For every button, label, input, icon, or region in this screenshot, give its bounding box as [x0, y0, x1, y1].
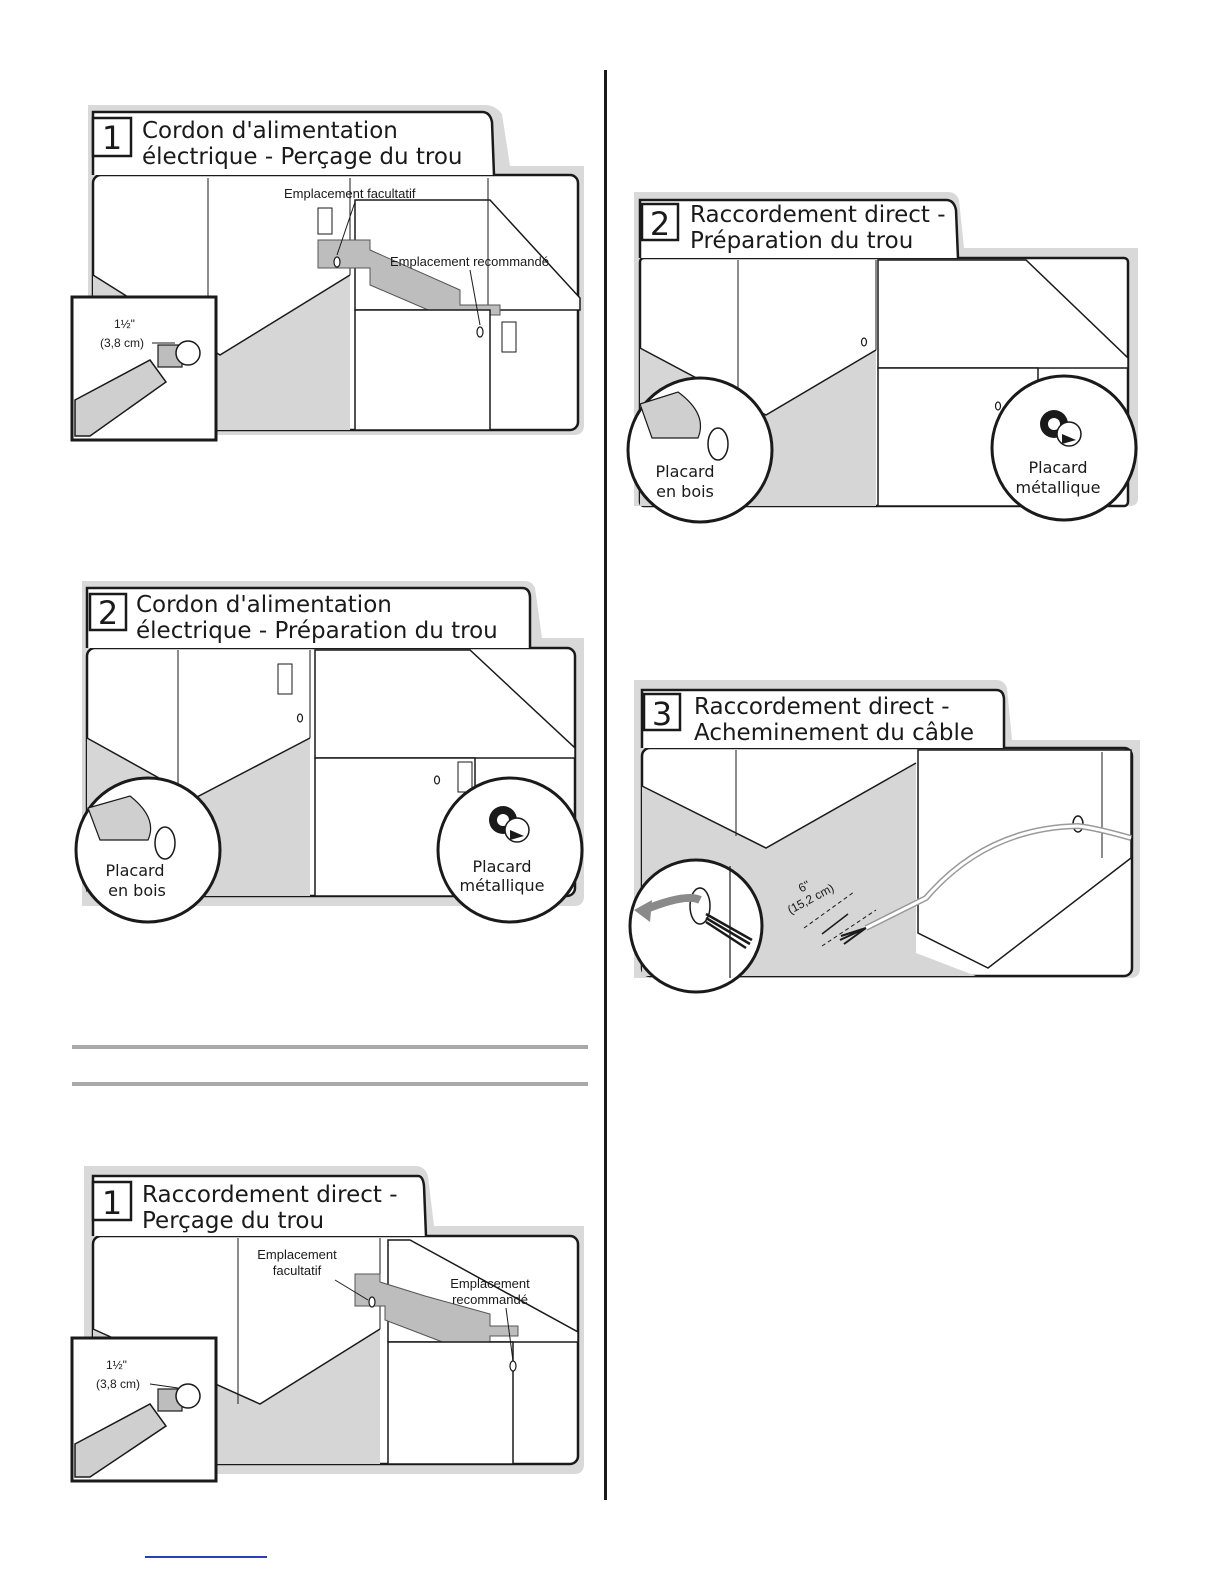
- illustration-direct-wire-preparation: 2 Raccordement direct - Préparation du t…: [626, 190, 1146, 530]
- label-optional-location-1: Emplacement: [257, 1247, 337, 1262]
- column-divider: [604, 70, 607, 1500]
- step-title-line2: Préparation du trou: [690, 228, 913, 254]
- wood-cabinet-label-1: Placard: [656, 462, 715, 481]
- step-title-line1: Cordon d'alimentation: [142, 118, 398, 144]
- step-number: 1: [102, 1184, 122, 1222]
- illustration-direct-wire-routing: 3 Raccordement direct - Acheminement du …: [626, 678, 1146, 998]
- step-number: 2: [98, 594, 118, 632]
- step-title-line1: Raccordement direct -: [142, 1182, 398, 1208]
- label-recommended-location: Emplacement recommandé: [390, 254, 549, 269]
- step-title-line2: Acheminement du câble: [694, 720, 974, 746]
- label-recommended-location-1: Emplacement: [450, 1276, 530, 1291]
- metal-cabinet-label-2: métallique: [1016, 478, 1101, 497]
- label-optional-location: Emplacement facultatif: [284, 186, 416, 201]
- metal-cabinet-label-1: Placard: [1029, 458, 1088, 477]
- metal-cabinet-label-1: Placard: [473, 857, 532, 876]
- step-title-line2: Perçage du trou: [142, 1208, 324, 1234]
- step-number: 3: [652, 695, 672, 733]
- step-number: 2: [650, 205, 670, 243]
- drill-size: 1½": [106, 1358, 127, 1372]
- wood-cabinet-label-2: en bois: [108, 881, 166, 900]
- drill-size: 1½": [114, 317, 135, 331]
- footer-link-underline: [145, 1556, 267, 1558]
- step-title-line2: électrique - Perçage du trou: [142, 144, 463, 170]
- illustration-direct-wire-drilling: 1 Raccordement direct - Perçage du trou …: [70, 1164, 590, 1494]
- step-title-line2: électrique - Préparation du trou: [136, 618, 498, 644]
- drill-size-metric: (3,8 cm): [96, 1377, 140, 1391]
- label-recommended-location-2: recommandé: [452, 1292, 528, 1307]
- metal-cabinet-label-2: métallique: [460, 876, 545, 895]
- illustration-power-cord-preparation: 2 Cordon d'alimentation électrique - Pré…: [70, 578, 590, 928]
- step-title-line1: Raccordement direct -: [694, 694, 950, 720]
- section-rule-top: [72, 1045, 588, 1049]
- label-optional-location-2: facultatif: [273, 1263, 322, 1278]
- step-title-line1: Raccordement direct -: [690, 202, 946, 228]
- step-title-line1: Cordon d'alimentation: [136, 592, 392, 618]
- wood-cabinet-label-1: Placard: [106, 861, 165, 880]
- drill-size-metric: (3,8 cm): [100, 336, 144, 350]
- section-rule-bottom: [72, 1082, 588, 1086]
- wood-cabinet-label-2: en bois: [656, 482, 714, 501]
- illustration-power-cord-drilling: 1 Cordon d'alimentation électrique - Per…: [70, 100, 590, 445]
- step-number: 1: [102, 119, 122, 157]
